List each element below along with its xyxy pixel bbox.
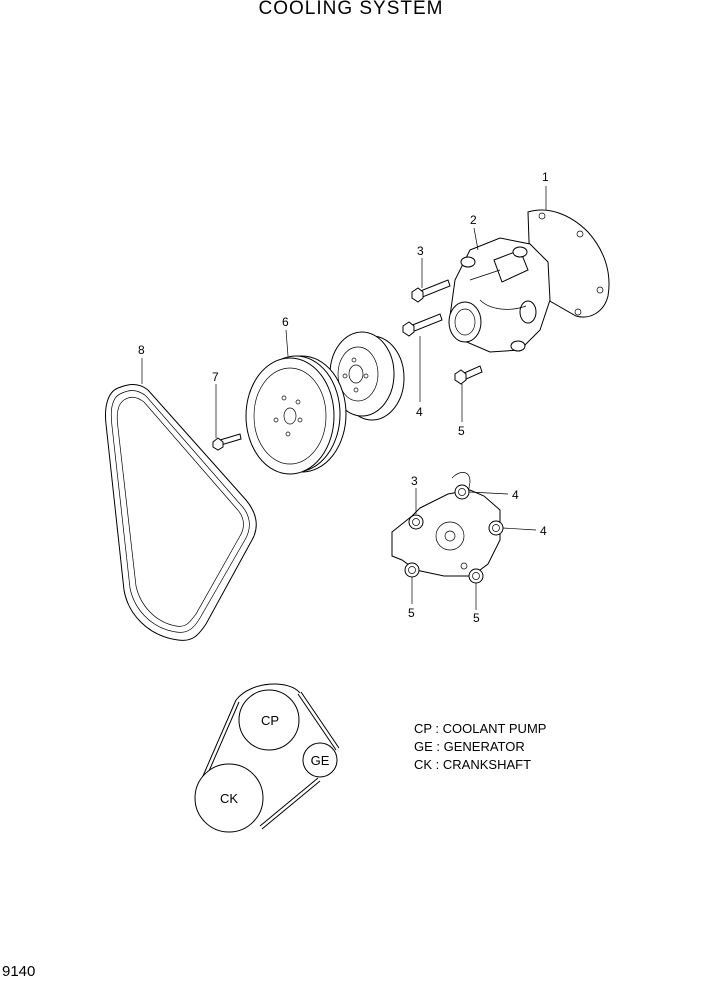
callout-4-detail-right: 4 — [540, 524, 547, 538]
page-number: 9140 — [2, 963, 36, 980]
callout-2: 2 — [470, 213, 477, 227]
callout-5-detail-left: 5 — [408, 606, 415, 620]
page-title: COOLING SYSTEM — [258, 0, 444, 19]
pulley-6 — [245, 355, 347, 475]
bolt-3 — [411, 279, 451, 303]
legend-item-ge: GE : GENERATOR — [414, 739, 525, 754]
bolt-4 — [402, 313, 443, 337]
belt-routing-schematic — [194, 683, 340, 833]
callout-3-detail: 3 — [411, 474, 418, 488]
callout-5-detail-right: 5 — [473, 611, 480, 625]
pump-housing-detail — [391, 472, 504, 584]
pulley-label-ge: GE — [311, 753, 330, 768]
callout-6: 6 — [282, 315, 289, 329]
generator-pulley — [302, 742, 338, 778]
callout-5: 5 — [458, 424, 465, 438]
v-belt-8 — [105, 384, 257, 641]
legend: CP : COOLANT PUMP GE : GENERATOR CK : CR… — [414, 721, 546, 772]
callout-4: 4 — [416, 405, 423, 419]
crankshaft-pulley — [194, 763, 264, 833]
pulley-label-cp: CP — [261, 713, 279, 728]
bolt-7 — [212, 433, 242, 451]
pump-hub-pulley — [329, 331, 405, 421]
leader-lines — [141, 186, 547, 610]
water-pump-body — [448, 237, 551, 353]
callout-1: 1 — [542, 170, 549, 184]
callout-3: 3 — [417, 244, 424, 258]
pulley-label-ck: CK — [220, 791, 238, 806]
callout-8: 8 — [138, 343, 145, 357]
legend-item-cp: CP : COOLANT PUMP — [414, 721, 546, 736]
bolt-5 — [454, 365, 483, 385]
legend-item-ck: CK : CRANKSHAFT — [414, 757, 531, 772]
callout-4-detail-top: 4 — [512, 488, 519, 502]
callout-7: 7 — [212, 370, 219, 384]
coolant-pump-pulley — [238, 689, 300, 751]
